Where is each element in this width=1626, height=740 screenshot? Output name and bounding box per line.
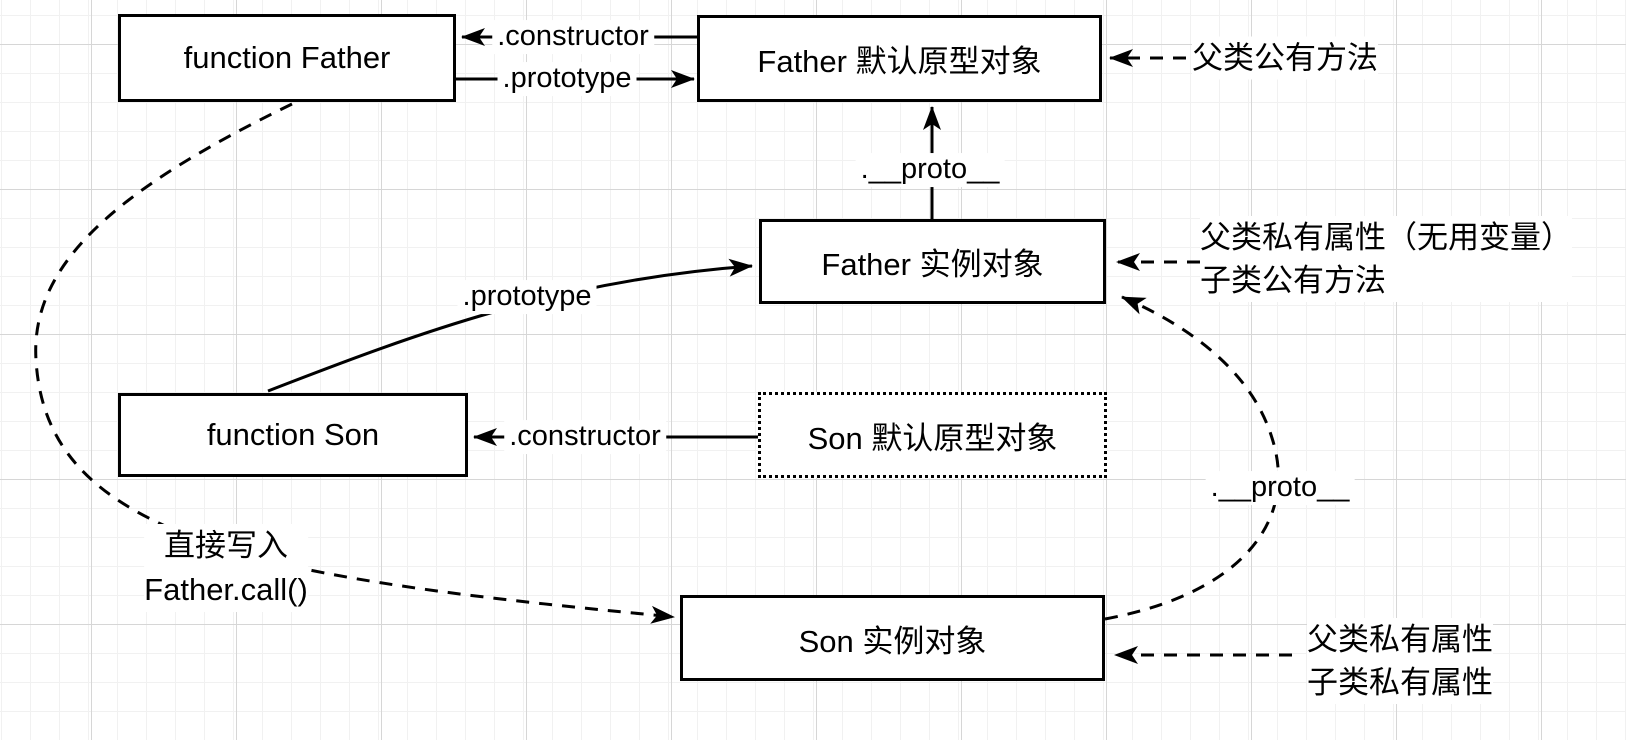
edge-label-constructor-son: .constructor bbox=[504, 420, 666, 454]
note-father-call: 直接写入 Father.call() bbox=[144, 524, 308, 612]
edge-label-prototype-father: .prototype bbox=[497, 62, 637, 96]
edge-father-call bbox=[34, 102, 675, 624]
note-father-instance: 父类私有属性（无用变量） 子类公有方法 bbox=[1200, 216, 1572, 302]
note-father-instance-line1: 父类私有属性（无用变量） bbox=[1200, 220, 1572, 255]
note-son-instance-line2: 子类私有属性 bbox=[1307, 665, 1493, 700]
node-son-prototype: Son 默认原型对象 bbox=[758, 392, 1107, 478]
note-son-instance-line1: 父类私有属性 bbox=[1307, 622, 1493, 657]
node-father-prototype: Father 默认原型对象 bbox=[697, 15, 1102, 102]
note-father-prototype: 父类公有方法 bbox=[1192, 36, 1378, 80]
node-son-instance: Son 实例对象 bbox=[680, 595, 1105, 681]
note-father-call-line2: Father.call() bbox=[144, 572, 308, 607]
edge-label-proto-son-instance: .__proto__ bbox=[1205, 471, 1355, 505]
node-father-instance: Father 实例对象 bbox=[759, 219, 1106, 304]
node-function-father: function Father bbox=[118, 14, 456, 102]
edge-proto-son-instance bbox=[1104, 295, 1280, 621]
edge-label-prototype-son: .prototype bbox=[457, 280, 597, 314]
note-son-instance: 父类私有属性 子类私有属性 bbox=[1307, 618, 1493, 704]
note-father-call-line1: 直接写入 bbox=[163, 528, 288, 563]
edge-label-proto-father-instance: .__proto__ bbox=[855, 153, 1005, 187]
edge-label-constructor-father: .constructor bbox=[492, 20, 654, 54]
note-father-instance-line2: 子类公有方法 bbox=[1200, 263, 1386, 298]
node-function-son: function Son bbox=[118, 393, 468, 477]
